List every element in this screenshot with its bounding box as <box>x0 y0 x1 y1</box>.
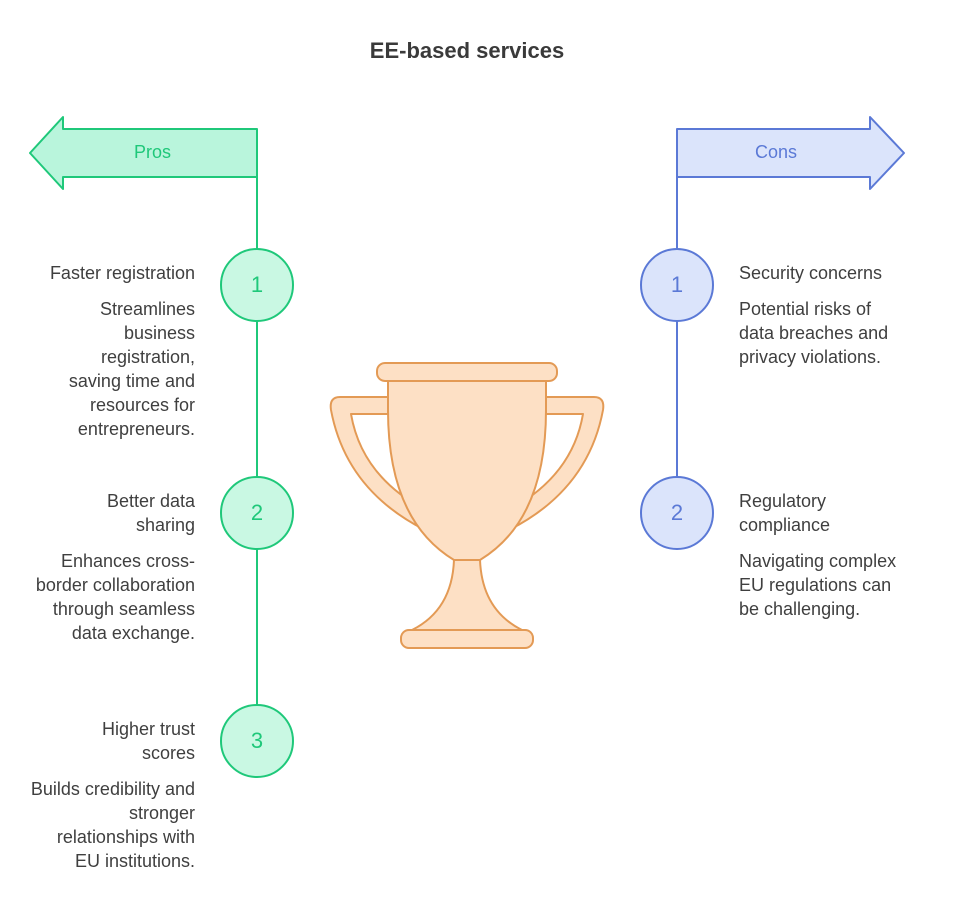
cons-item-1-title: Security concerns <box>739 263 883 283</box>
pros-label: Pros <box>134 142 172 162</box>
pros-item-3-title: Higher trust scores <box>101 719 195 763</box>
pros-circle-2 <box>220 476 294 550</box>
pros-item-2-title: Better data sharing <box>106 491 195 535</box>
trophy-icon <box>329 362 605 649</box>
cons-circle-1 <box>640 248 714 322</box>
pros-item-1-description: Streamlines business registration, savin… <box>68 299 195 439</box>
cons-item-2-description: Navigating complex EU regulations can be… <box>739 551 897 619</box>
cons-label: Cons <box>755 142 798 162</box>
pros-number-1: 1 <box>250 272 264 297</box>
pros-item-3-description: Builds credibility and stronger relation… <box>30 779 195 871</box>
pros-circle-3 <box>220 704 294 778</box>
cons-item-1-description: Potential risks of data breaches and pri… <box>739 299 889 367</box>
cons-item-2-title: Regulatory compliance <box>739 491 831 535</box>
pros-item-1-title: Faster registration <box>49 263 195 283</box>
pros-number-2: 2 <box>250 500 264 525</box>
cons-number-1: 1 <box>670 272 684 297</box>
pros-item-2-description: Enhances cross-border collaboration thro… <box>35 551 195 643</box>
pros-arrow-icon <box>29 116 258 190</box>
diagram-title: EE-based services <box>369 38 565 63</box>
cons-arrow-icon <box>676 116 905 190</box>
pros-number-3: 3 <box>250 728 264 753</box>
cons-number-2: 2 <box>670 500 684 525</box>
pros-circle-1 <box>220 248 294 322</box>
cons-circle-2 <box>640 476 714 550</box>
